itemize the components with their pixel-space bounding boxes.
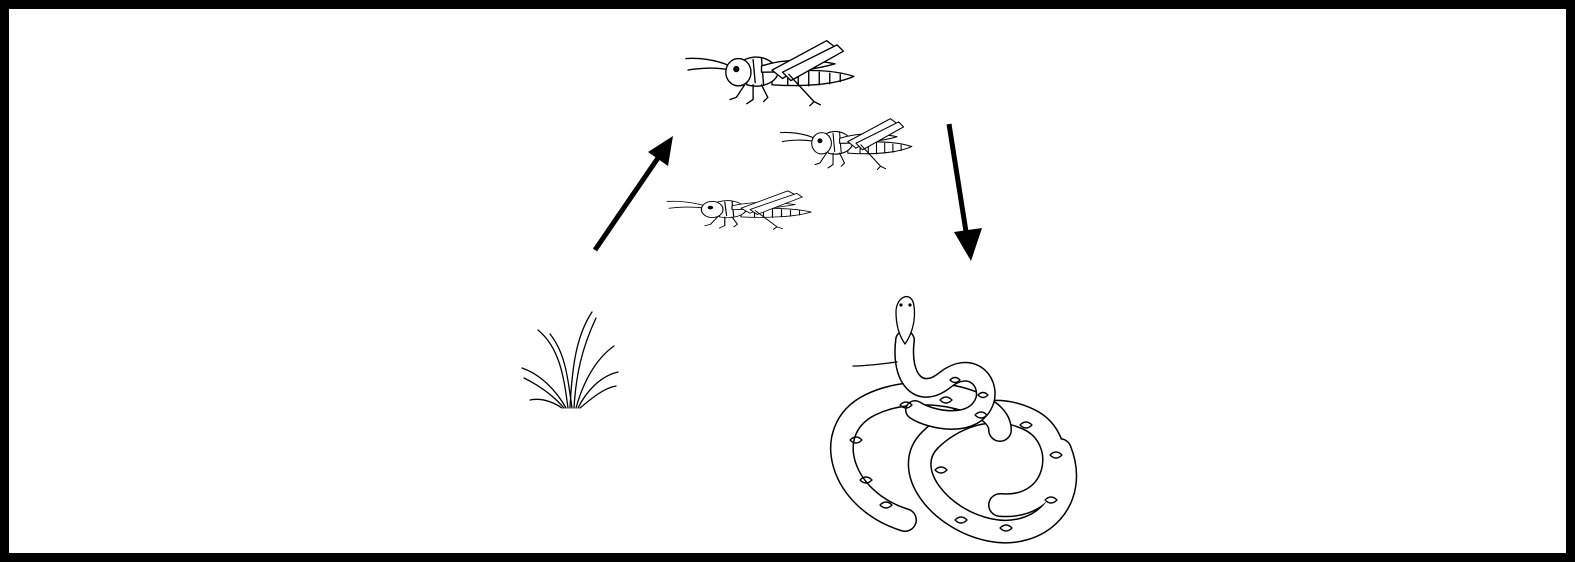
arrow-grasshopper-to-snake <box>949 124 982 261</box>
snake-icon <box>842 297 1065 532</box>
grasshopper-icon <box>667 41 912 230</box>
arrow-grass-to-grasshopper <box>595 136 673 250</box>
grass-icon <box>522 312 618 408</box>
